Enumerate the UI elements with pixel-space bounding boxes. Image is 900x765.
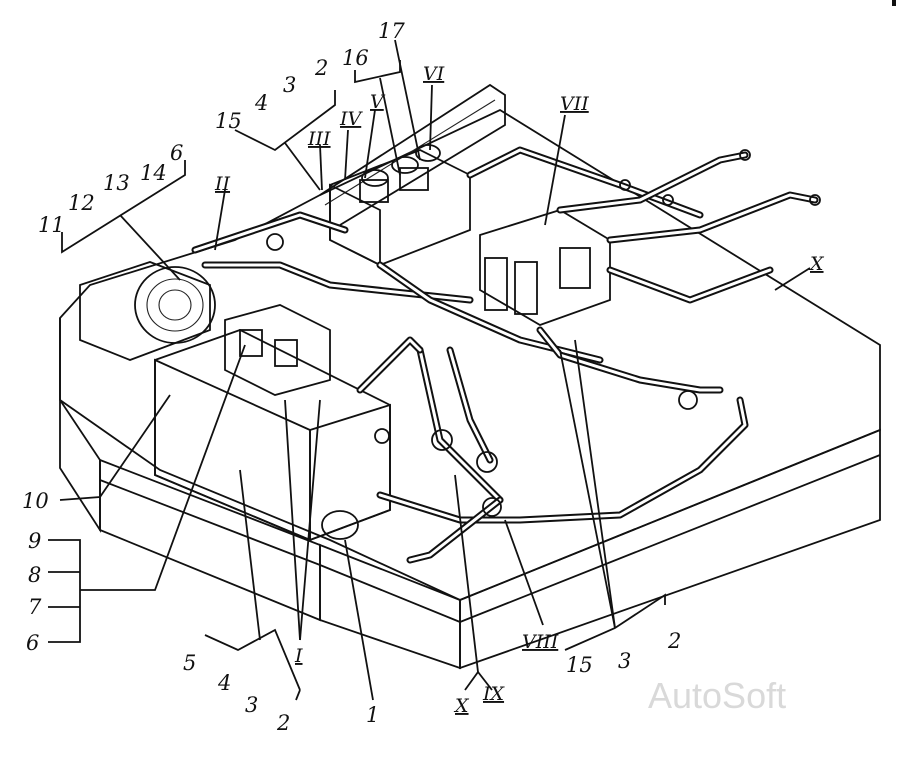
label-3-top: 3 — [283, 73, 296, 97]
label-3-right: 3 — [618, 649, 631, 673]
label-roman-VIII: VIII — [522, 631, 559, 653]
label-10: 10 — [22, 489, 49, 513]
labels: 11 12 13 14 6 15 4 3 2 16 17 VI IV V III… — [22, 19, 825, 735]
label-roman-IX: IX — [482, 683, 506, 705]
label-7: 7 — [28, 595, 42, 619]
watermark: AutoSoft — [648, 675, 786, 716]
label-15-top: 15 — [215, 109, 242, 133]
label-2-right: 2 — [667, 629, 681, 653]
valve-block-center — [479, 209, 611, 326]
label-8: 8 — [28, 563, 41, 587]
leader-lines — [48, 39, 811, 701]
label-12: 12 — [68, 191, 95, 215]
oil-tank — [154, 329, 391, 542]
corner-mark — [892, 0, 896, 6]
label-roman-X-right: X — [808, 253, 825, 275]
label-6-left: 6 — [26, 631, 39, 655]
label-4-top: 4 — [254, 91, 268, 115]
label-2-top: 2 — [314, 56, 328, 80]
label-roman-V: V — [370, 91, 386, 113]
label-roman-VII: VII — [560, 93, 589, 115]
distributor-block — [329, 144, 471, 267]
label-1: 1 — [366, 703, 379, 727]
label-roman-II: II — [214, 173, 231, 195]
label-2-bottom: 2 — [276, 711, 290, 735]
label-16: 16 — [342, 46, 369, 70]
label-roman-I: I — [294, 645, 303, 667]
filter-housing — [79, 261, 216, 361]
label-14: 14 — [140, 161, 167, 185]
label-17: 17 — [378, 19, 405, 43]
label-roman-VI: VI — [423, 63, 445, 85]
label-3-bottom: 3 — [245, 693, 258, 717]
label-roman-IV: IV — [339, 108, 364, 130]
label-roman-III: III — [307, 128, 331, 150]
label-5: 5 — [183, 651, 196, 675]
label-4-bottom: 4 — [217, 671, 231, 695]
label-13: 13 — [103, 171, 130, 195]
label-11: 11 — [38, 213, 65, 237]
label-9: 9 — [28, 529, 41, 553]
fittings — [266, 149, 821, 540]
label-15-bottom: 15 — [566, 653, 593, 677]
label-6-top: 6 — [170, 141, 183, 165]
label-roman-X-bottom: X — [453, 695, 470, 717]
pump-unit — [224, 304, 331, 396]
